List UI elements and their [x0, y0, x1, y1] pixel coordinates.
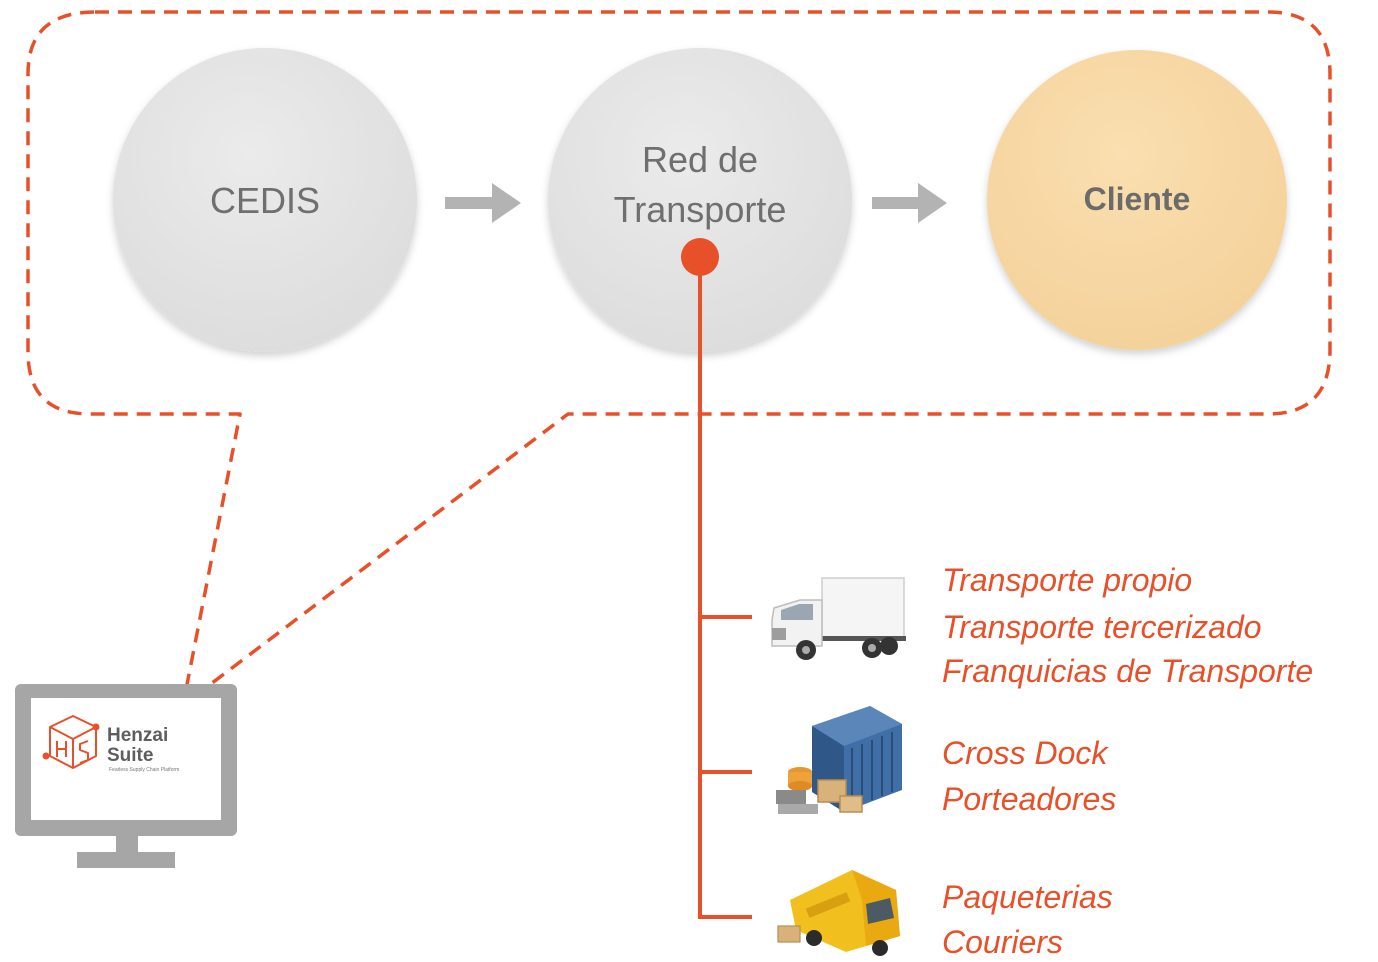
node-red-de-transporte: Red de Transporte — [548, 48, 852, 352]
box-truck-icon — [771, 577, 906, 660]
branch-1-line-2: Transporte tercerizado — [942, 609, 1262, 645]
node-cedis-circle — [113, 48, 417, 352]
monitor-icon: Henzai Suite Fearless Supply Chain Platf… — [15, 684, 237, 868]
branch-2-line-2: Porteadores — [942, 781, 1116, 817]
node-cedis-label: CEDIS — [210, 180, 320, 221]
branch-3-line-1: Paqueterias — [942, 879, 1113, 915]
branch-1-line-1: Transporte propio — [942, 562, 1192, 598]
node-red-circle — [548, 48, 852, 352]
branch-own-transport: Transporte propio Transporte tercerizado… — [942, 562, 1313, 689]
delivery-van-icon — [777, 870, 900, 956]
arrow-cedis-to-red — [445, 183, 521, 223]
branch-connector — [681, 238, 752, 919]
arrow-red-to-cliente — [872, 183, 947, 223]
connector-dot — [681, 238, 719, 276]
node-cliente-label: Cliente — [1084, 181, 1191, 217]
monitor-neck — [116, 836, 138, 854]
logo-brand-line2: Suite — [107, 745, 153, 766]
monitor-screen — [31, 698, 221, 820]
branch-cross-dock: Cross Dock Porteadores — [942, 735, 1116, 817]
logo-brand-line1: Henzai — [107, 725, 168, 746]
monitor-base — [77, 852, 175, 868]
node-cliente-circle — [987, 50, 1287, 350]
node-cliente: Cliente — [987, 50, 1287, 350]
node-red-label-line1: Red de — [642, 139, 758, 180]
logo-tagline: Fearless Supply Chain Platform — [109, 767, 179, 773]
branch-paqueterias: Paqueterias Couriers — [942, 879, 1113, 960]
branch-2-line-1: Cross Dock — [942, 735, 1109, 771]
node-cedis: CEDIS — [113, 48, 417, 352]
branch-1-line-3: Franquicias de Transporte — [942, 653, 1313, 689]
branch-3-line-2: Couriers — [942, 924, 1063, 960]
callout-boundary — [26, 10, 1332, 707]
shipping-container-icon — [776, 706, 902, 814]
henzai-cube-logo-icon — [42, 715, 100, 769]
node-red-label-line2: Transporte — [614, 189, 787, 230]
